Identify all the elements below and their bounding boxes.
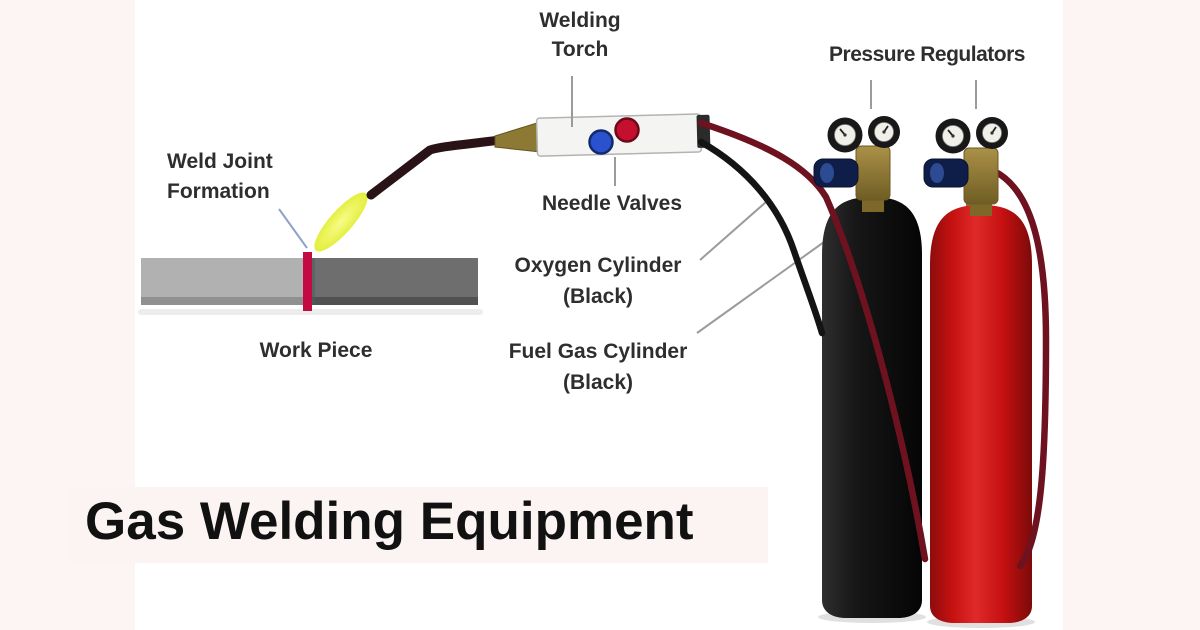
label-line: Fuel Gas Cylinder [508, 340, 688, 363]
label-fuel-gas-cylinder: Fuel Gas Cylinder (Black) [478, 336, 718, 398]
oxygen-cylinder [822, 174, 922, 618]
label-needle-valves: Needle Valves [512, 189, 712, 219]
knob-highlight [820, 163, 834, 183]
label-line: Pressure Regulators [829, 43, 1025, 66]
work-piece-shadow [138, 309, 483, 315]
flame [314, 192, 368, 252]
label-oxygen-cylinder: Oxygen Cylinder (Black) [478, 250, 718, 312]
label-line: Weld Joint [167, 150, 273, 173]
pressure-gauge [976, 117, 1008, 149]
torch-neck [366, 135, 505, 200]
title-backplate [68, 487, 768, 563]
regulator-hose-red-right [990, 167, 1050, 570]
fuel-gas-cylinder [930, 182, 1032, 623]
label-weld-joint-formation: Weld Joint Formation [167, 147, 327, 207]
label-line: Welding [539, 9, 621, 32]
oxygen-hose-black [697, 138, 826, 337]
needle-valve-fuel-knob [614, 117, 640, 143]
work-piece-right-edge [311, 297, 478, 305]
fuel-hose-red [697, 119, 929, 563]
work-piece-left-edge [141, 297, 304, 305]
weld-joint-heat-line [312, 258, 315, 305]
label-line: Torch [551, 38, 609, 61]
label-line: Oxygen Cylinder [514, 254, 682, 277]
pressure-gauge [935, 118, 971, 154]
label-line: Formation [167, 180, 270, 203]
regulator-body [855, 145, 891, 201]
leader-oxygen-cylinder [699, 201, 767, 261]
label-line: (Black) [562, 371, 634, 394]
leader-weld-joint [278, 208, 308, 249]
label-welding-torch: Welding Torch [500, 6, 660, 64]
needle-valve-oxygen-knob [588, 129, 614, 155]
label-line: Work Piece [259, 339, 373, 362]
label-work-piece: Work Piece [216, 336, 416, 366]
leader-lines [278, 76, 977, 334]
leader-fuel-gas-cylinder [696, 236, 832, 334]
pressure-gauge [868, 116, 900, 148]
pressure-regulator-right [923, 117, 1008, 216]
label-line: (Black) [562, 285, 634, 308]
pressure-regulator-left [813, 116, 900, 212]
work-piece [138, 252, 483, 315]
page-title: Gas Welding Equipment [85, 492, 694, 551]
label-line: Needle Valves [541, 192, 683, 215]
label-pressure-regulators: Pressure Regulators [797, 40, 1057, 70]
pressure-gauge [827, 117, 863, 153]
knob-highlight [930, 163, 944, 183]
weld-joint [303, 252, 312, 311]
regulator-body [963, 147, 999, 205]
